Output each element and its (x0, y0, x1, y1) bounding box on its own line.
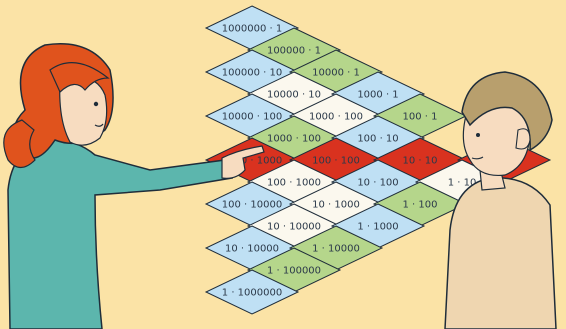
diamond-label-r2-1: 100000 · 1 (267, 46, 321, 57)
diamond-label-r9-2: 10 · 1000 (312, 200, 360, 211)
diamond-label-r9-3: 1 · 100 (403, 200, 438, 211)
diamond-label-r1-1: 1000000 · 1 (222, 24, 282, 35)
diamond-label-r9-1: 100 · 10000 (222, 200, 282, 211)
diamond-label-r6-1: 1000 · 100 (267, 134, 321, 145)
diamond-label-r5-3: 100 · 1 (403, 112, 438, 123)
diamond-label-r8-2: 10 · 100 (357, 178, 398, 189)
diamond-label-r10-1: 10 · 10000 (267, 222, 321, 233)
diamond-label-r5-2: 1000 · 100 (309, 112, 363, 123)
diamond-label-r10-2: 1 · 1000 (357, 222, 398, 233)
boy-eye (476, 133, 480, 137)
boy-tunic (445, 178, 556, 329)
boy-ear (516, 129, 530, 149)
diamond-label-r3-2: 10000 · 1 (312, 68, 360, 79)
diamond-label-r7-2: 100 · 100 (312, 156, 360, 167)
diamond-label-r11-1: 10 · 10000 (225, 244, 279, 255)
girl-eye (94, 102, 98, 106)
diamond-label-r5-1: 10000 · 100 (222, 112, 282, 123)
diamond-label-r12-1: 1 · 100000 (267, 266, 321, 277)
diamond-label-r4-1: 10000 · 10 (267, 90, 321, 101)
boy-looking-icon (445, 72, 556, 329)
diamond-label-r4-2: 1000 · 1 (357, 90, 398, 101)
diamond-label-r7-3: 10 · 10 (403, 156, 438, 167)
diamond-label-r11-2: 1 · 10000 (312, 244, 360, 255)
diamond-label-r6-2: 100 · 10 (357, 134, 398, 145)
diamond-label-r8-1: 100 · 1000 (267, 178, 321, 189)
diamond-label-r13-1: 1 · 1000000 (222, 288, 282, 299)
diamond-label-r3-1: 100000 · 10 (222, 68, 282, 79)
